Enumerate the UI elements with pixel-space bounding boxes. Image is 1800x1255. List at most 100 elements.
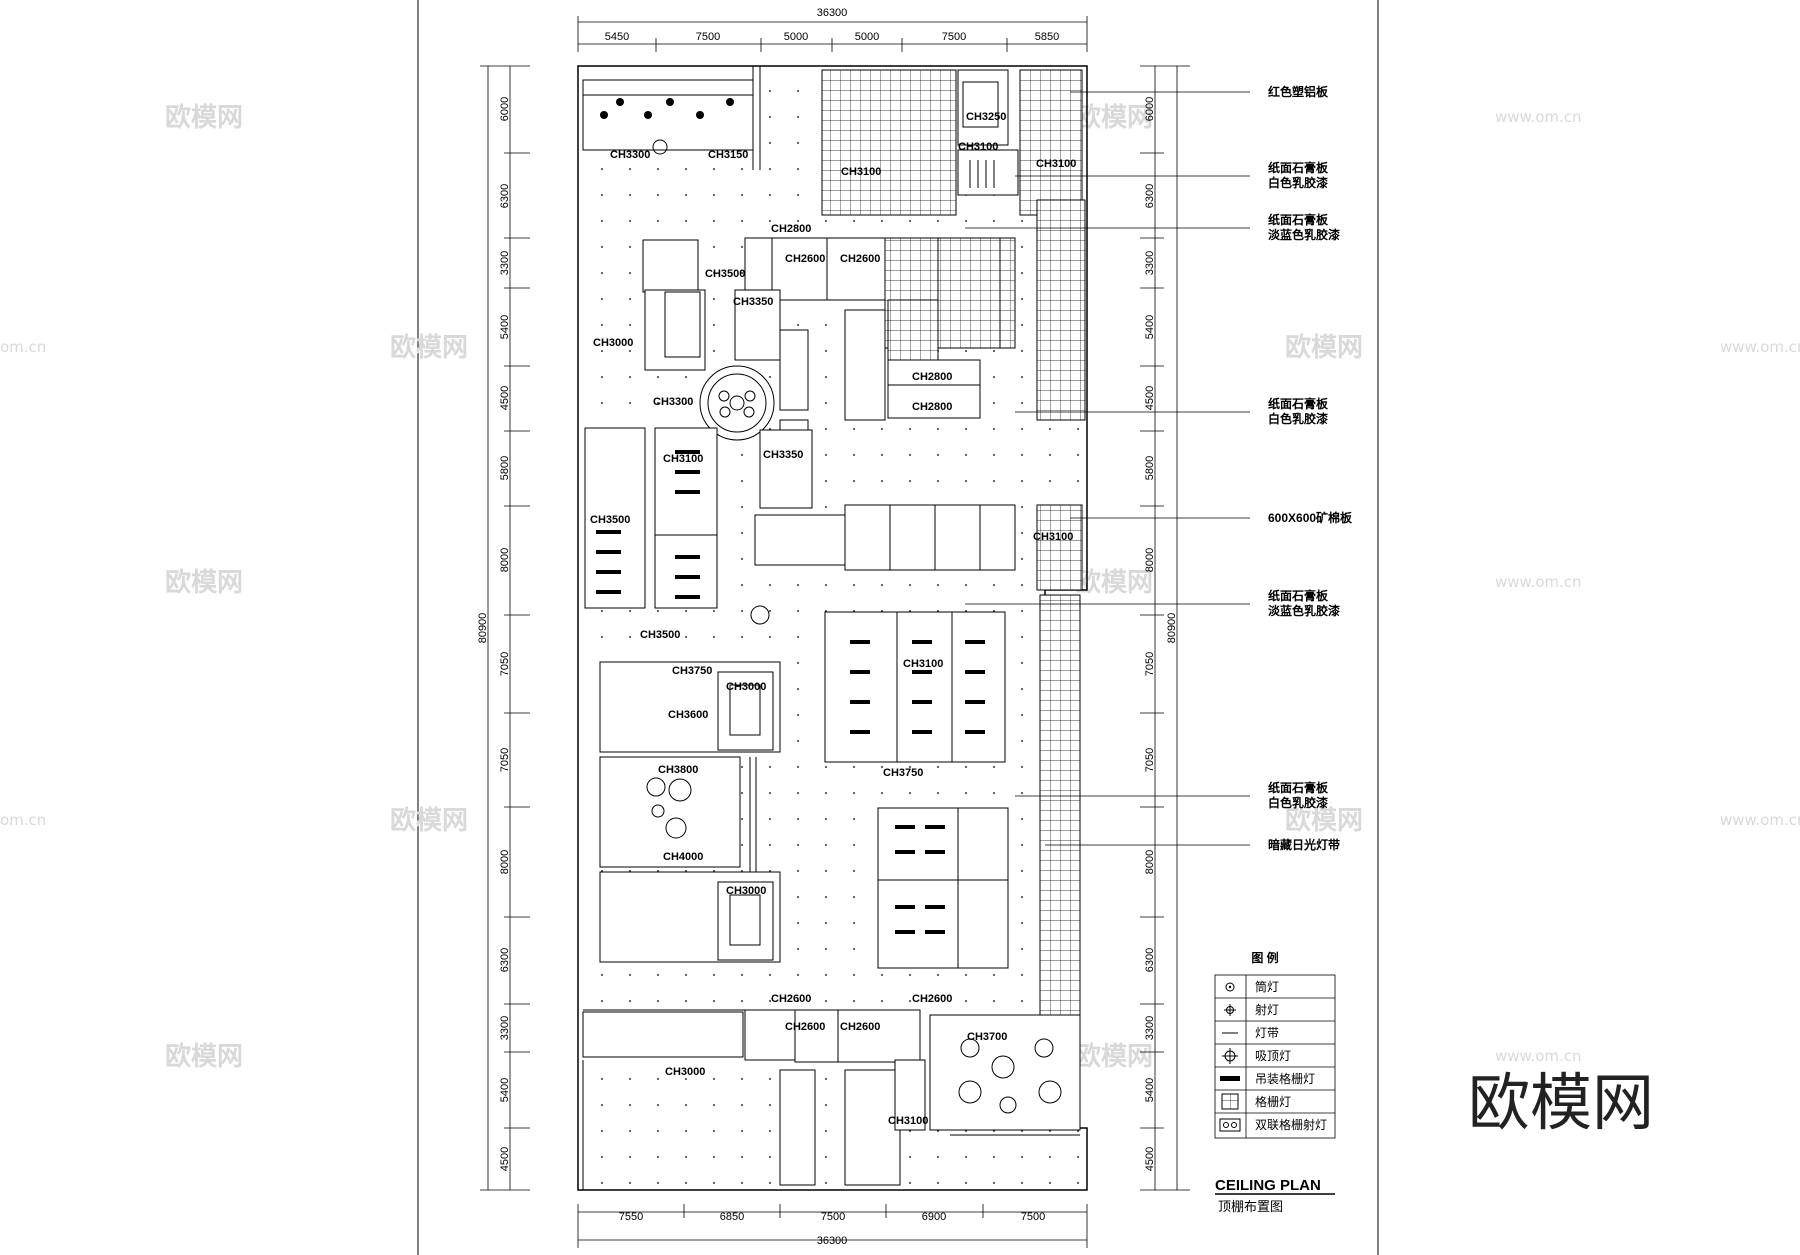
ch-label: CH3150	[708, 149, 748, 161]
svg-text:欧模网: 欧模网	[165, 1041, 243, 1072]
callout-mineral-board: 600X600矿棉板	[1268, 510, 1353, 525]
ch-label: CH2600	[785, 253, 825, 265]
dim-left-6: 5800	[499, 456, 511, 480]
callout-line: 白色乳胶漆	[1268, 411, 1328, 426]
dim-top-overall: 36300	[817, 7, 848, 19]
dim-top-4: 5000	[855, 31, 879, 43]
ch-label: CH3700	[967, 1031, 1007, 1043]
spotlight-icon	[1224, 1004, 1236, 1016]
dim-top-6: 5850	[1035, 31, 1059, 43]
callout-line: 纸面石膏板	[1268, 212, 1329, 227]
ch-label: CH3300	[610, 149, 650, 161]
svg-text:欧模网: 欧模网	[1075, 1041, 1153, 1072]
dim-left-12: 3300	[499, 1016, 511, 1040]
dim-left-10: 8000	[499, 850, 511, 874]
dim-bottom-5: 7500	[1021, 1211, 1045, 1223]
svg-text:www.om.cn: www.om.cn	[1495, 1047, 1582, 1065]
svg-text:om.cn: om.cn	[0, 338, 46, 356]
svg-text:www.om.cn: www.om.cn	[1495, 108, 1582, 126]
ch-label: CH2600	[912, 993, 952, 1005]
ch-label: CH2800	[912, 371, 952, 383]
ch-label: CH3500	[705, 268, 745, 280]
dim-left-2: 6300	[499, 184, 511, 208]
dim-left-11: 6300	[499, 948, 511, 972]
dim-left-4: 5400	[499, 315, 511, 339]
callout-line: 纸面石膏板	[1268, 780, 1329, 795]
ch-label: CH2800	[771, 223, 811, 235]
light-fixtures	[596, 98, 1062, 1114]
ceiling-height-labels: CH3300 CH3150 CH3250 CH3100 CH3100 CH310…	[590, 111, 1076, 1127]
dim-bottom-1: 7550	[619, 1211, 643, 1223]
legend-label: 筒灯	[1255, 979, 1279, 994]
callout-line: 淡蓝色乳胶漆	[1268, 227, 1340, 242]
dim-bottom-2: 6850	[720, 1211, 744, 1223]
callout-gypsum-blue-1: 纸面石膏板 淡蓝色乳胶漆	[1268, 212, 1340, 242]
callout-gypsum-white-3: 纸面石膏板 白色乳胶漆	[1268, 780, 1331, 810]
dim-right-13: 5400	[1144, 1078, 1156, 1102]
ch-label: CH2800	[912, 401, 952, 413]
ch-label: CH2600	[771, 993, 811, 1005]
svg-text:欧模网: 欧模网	[1285, 805, 1363, 836]
grille-lamp-icon	[1221, 1093, 1239, 1110]
ch-label: CH3000	[665, 1066, 705, 1078]
dim-left-9: 7050	[499, 748, 511, 772]
legend-label: 格栅灯	[1255, 1094, 1291, 1109]
callout-hidden-light-strip: 暗藏日光灯带	[1268, 837, 1340, 852]
bottom-dimensions	[577, 1204, 1088, 1248]
legend-label: 吊装格栅灯	[1255, 1071, 1315, 1086]
legend: 图 例 筒灯 射灯 灯带 吸顶灯 吊装格栅灯 格栅灯 双联格栅射灯	[1214, 950, 1336, 1139]
downlight-icon	[1225, 982, 1235, 992]
ch-label: CH3100	[1036, 158, 1076, 170]
svg-text:欧模网: 欧模网	[165, 567, 243, 598]
ch-label: CH3250	[966, 111, 1006, 123]
legend-title: 图 例	[1251, 950, 1278, 965]
watermark-layer: 欧模网 欧模网 www.om.cn 欧模网 欧模网 om.cn www.om.c…	[0, 102, 1800, 1072]
dim-right-1: 6000	[1144, 97, 1156, 121]
callout-leaders	[965, 91, 1250, 846]
right-dimension-labels: 80900 6000 6300 3300 5400 4500 5800 8000…	[1144, 97, 1178, 1171]
ch-label: CH3300	[653, 396, 693, 408]
dim-right-14: 4500	[1144, 1147, 1156, 1171]
dim-left-7: 8000	[499, 548, 511, 572]
ch-label: CH3000	[726, 681, 766, 693]
left-dimension-labels: 80900 6000 6300 3300 5400 4500 5800 8000…	[477, 97, 511, 1171]
ch-label: CH2600	[840, 253, 880, 265]
callout-line: 淡蓝色乳胶漆	[1268, 603, 1340, 618]
ch-label: CH3750	[883, 767, 923, 779]
right-dimensions	[1140, 65, 1190, 1191]
ch-label: CH3100	[841, 166, 881, 178]
dim-right-6: 5800	[1144, 456, 1156, 480]
legend-label: 射灯	[1255, 1002, 1279, 1017]
dim-left-8: 7050	[499, 652, 511, 676]
floor-plan	[577, 65, 1088, 1191]
callout-line: 纸面石膏板	[1268, 160, 1329, 175]
ch-label: CH3600	[668, 709, 708, 721]
ch-label: CH2600	[785, 1021, 825, 1033]
dim-right-8: 7050	[1144, 652, 1156, 676]
grille-pendant-icon	[1220, 1076, 1240, 1081]
dim-bottom-3: 7500	[821, 1211, 845, 1223]
ch-label: CH3100	[888, 1115, 928, 1127]
ch-label: CH3350	[733, 296, 773, 308]
dim-bottom-4: 6900	[922, 1211, 946, 1223]
dim-right-10: 8000	[1144, 850, 1156, 874]
dim-bottom-overall: 36300	[817, 1235, 848, 1247]
dim-left-5: 4500	[499, 386, 511, 410]
dim-top-1: 5450	[605, 31, 629, 43]
svg-text:www.om.cn: www.om.cn	[1720, 811, 1800, 829]
callout-line: 纸面石膏板	[1268, 588, 1329, 603]
dim-top-2: 7500	[696, 31, 720, 43]
ch-label: CH3000	[593, 337, 633, 349]
svg-text:www.om.cn: www.om.cn	[1495, 573, 1582, 591]
dim-right-11: 6300	[1144, 948, 1156, 972]
ch-label: CH3800	[658, 764, 698, 776]
ch-label: CH2600	[840, 1021, 880, 1033]
dim-top-5: 7500	[942, 31, 966, 43]
svg-text:www.om.cn: www.om.cn	[1720, 338, 1800, 356]
brand-watermark: 欧模网	[1468, 1066, 1654, 1139]
ch-label: CH3000	[726, 885, 766, 897]
legend-label: 双联格栅射灯	[1255, 1117, 1327, 1132]
drawing-subtitle: 顶棚布置图	[1218, 1200, 1283, 1215]
dim-left-3: 3300	[499, 251, 511, 275]
